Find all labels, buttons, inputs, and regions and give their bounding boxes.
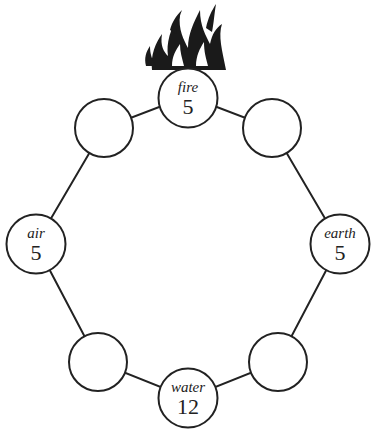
element-number: 12 bbox=[177, 396, 199, 418]
circle-outline bbox=[159, 69, 218, 128]
circle-outline bbox=[159, 369, 218, 428]
empty-circle bbox=[75, 99, 133, 157]
empty-circles bbox=[69, 99, 307, 391]
element-circle: earth5 bbox=[309, 213, 371, 275]
flames bbox=[145, 4, 226, 70]
flame-highlight bbox=[172, 44, 184, 66]
element-name: earth bbox=[324, 226, 356, 241]
element-circle: fire5 bbox=[157, 67, 219, 129]
circle-outline bbox=[7, 215, 66, 274]
empty-circle bbox=[249, 333, 307, 391]
flame bbox=[145, 46, 156, 66]
ring-line bbox=[36, 96, 340, 398]
flame-highlights bbox=[172, 42, 208, 66]
flame bbox=[170, 10, 182, 34]
ring-lines bbox=[36, 96, 340, 398]
element-number: 5 bbox=[31, 242, 42, 264]
empty-circle bbox=[243, 99, 301, 157]
element-circle: water12 bbox=[157, 367, 219, 429]
circle-outline bbox=[311, 215, 370, 274]
element-name: air bbox=[27, 226, 45, 241]
flame bbox=[152, 10, 226, 70]
flame-highlight bbox=[196, 42, 208, 66]
empty-circle bbox=[69, 333, 127, 391]
element-number: 5 bbox=[335, 242, 346, 264]
flame bbox=[206, 4, 216, 32]
element-circle: air5 bbox=[5, 213, 67, 275]
element-name: water bbox=[171, 380, 205, 395]
element-name: fire bbox=[178, 80, 198, 95]
element-number: 5 bbox=[183, 96, 194, 118]
